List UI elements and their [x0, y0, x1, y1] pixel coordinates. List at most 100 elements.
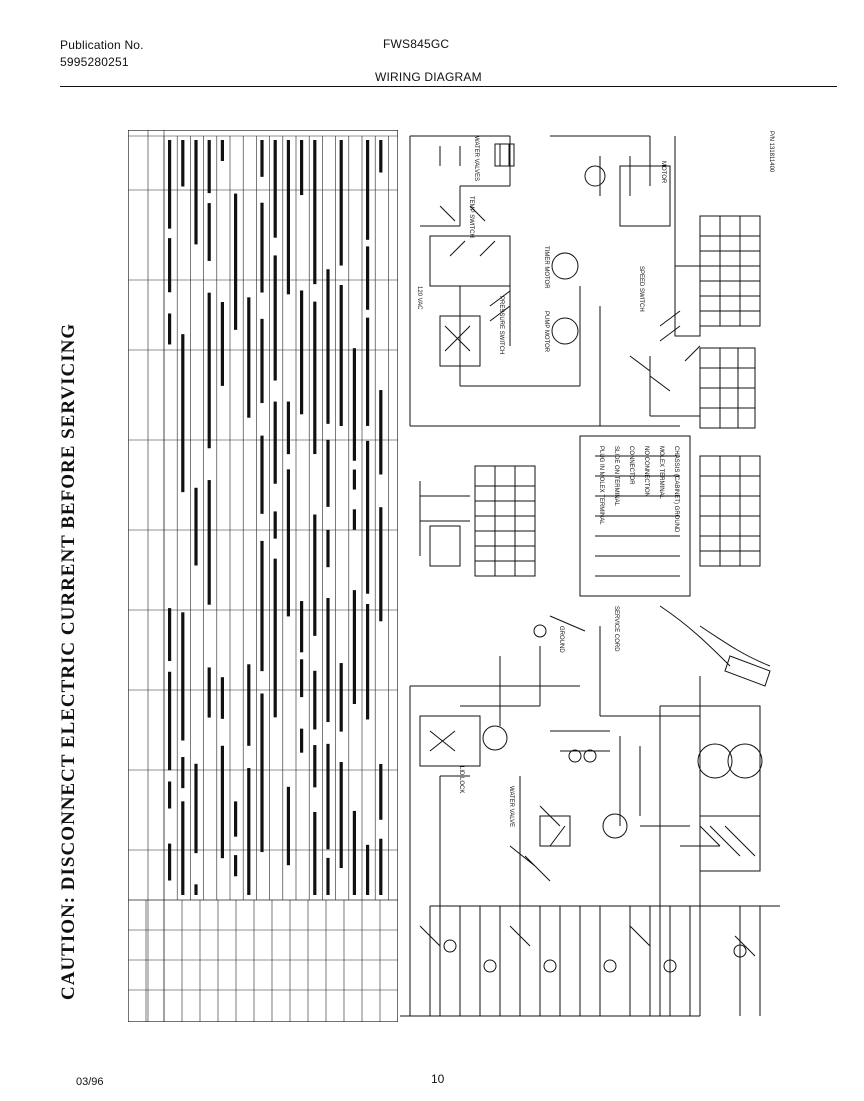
timing-bar: [273, 140, 277, 238]
timing-bar: [220, 677, 224, 719]
timing-bar: [168, 843, 172, 881]
timing-bar: [181, 334, 185, 493]
page-number: 10: [431, 1072, 445, 1086]
timing-bar: [366, 246, 370, 310]
timing-bar: [286, 140, 290, 295]
timing-bar: [260, 540, 264, 672]
timing-bar: [286, 469, 290, 617]
caution-banner: CAUTION: DISCONNECT ELECTRIC CURRENT BEF…: [58, 322, 79, 1000]
timing-bar: [339, 663, 343, 732]
footer-date: 03/96: [76, 1076, 104, 1088]
publication-number: 5995280251: [60, 55, 129, 69]
timing-bar: [339, 762, 343, 869]
timing-bar: [379, 140, 383, 173]
timing-bar: [326, 857, 330, 895]
timing-bar: [168, 313, 172, 345]
timing-bar: [207, 480, 211, 605]
pressure-switch-label: PRESSURE SWITCH: [498, 296, 504, 354]
timing-bar: [273, 511, 277, 539]
timing-bar: [300, 601, 304, 653]
timing-bar: [207, 203, 211, 261]
timing-bar: [260, 140, 264, 177]
model-number: FWS845GC: [383, 37, 450, 51]
timing-bar: [273, 255, 277, 381]
water-valves-label: WATER VALVES: [473, 136, 479, 181]
timing-bar: [260, 202, 264, 293]
timing-bar: [207, 140, 211, 194]
timing-bar: [326, 529, 330, 568]
ground-label: GROUND: [558, 626, 564, 653]
speed-switch-label: SPEED SWITCH: [638, 266, 644, 312]
timing-bar: [326, 597, 330, 723]
water-valve-label: WATER VALVE: [508, 786, 514, 827]
page-title: WIRING DIAGRAM: [375, 70, 482, 84]
timing-bar: [260, 693, 264, 853]
timing-bar: [168, 238, 172, 293]
timing-bar: [168, 781, 172, 809]
timing-bar: [207, 292, 211, 449]
timing-bar: [352, 469, 356, 490]
timing-bar: [326, 743, 330, 850]
timing-bar: [234, 855, 238, 877]
legend-symbol-6: CHASSIS (CABINET) GROUND: [673, 446, 679, 533]
timing-bar: [273, 558, 277, 718]
timing-bar: [300, 290, 304, 415]
timing-bar: [313, 811, 317, 895]
header-rule: [60, 86, 837, 87]
diagram-part-number: P/N 131811400: [768, 131, 774, 173]
timing-bar: [379, 838, 383, 895]
timing-bar: [220, 302, 224, 386]
timing-bar: [300, 659, 304, 698]
timing-bar: [260, 435, 264, 514]
timing-bar: [352, 509, 356, 530]
motor-label: MOTOR: [660, 161, 666, 184]
timing-bar: [207, 667, 211, 718]
legend-symbol-4: NO CONNECTION: [643, 446, 649, 497]
timer-motor-label: TIMER MOTOR: [543, 246, 549, 289]
timing-bar: [220, 745, 224, 859]
timing-bar: [379, 764, 383, 820]
timing-bar: [286, 786, 290, 866]
timing-bar: [366, 844, 370, 895]
legend-symbol-2: SLIDE ON TERMINAL: [613, 446, 619, 507]
timing-bar: [300, 728, 304, 753]
timing-bar: [366, 317, 370, 426]
timing-bar: [300, 140, 304, 196]
timing-bar: [366, 604, 370, 720]
timing-bar: [313, 514, 317, 636]
timing-bar: [326, 269, 330, 424]
timing-bar: [339, 285, 343, 426]
pump-motor-label: PUMP MOTOR: [543, 311, 549, 353]
timing-bar: [168, 608, 172, 662]
wiring-schematic: 120 VAC WATER VALVES TEMP SWITCH TIMER M…: [400, 131, 780, 1017]
timing-bar: [247, 297, 251, 418]
timing-bar: [366, 440, 370, 594]
timing-bar: [286, 401, 290, 455]
timing-bar: [260, 318, 264, 404]
timing-bar: [379, 507, 383, 622]
timing-bar: [313, 745, 317, 788]
timing-bar: [168, 671, 172, 771]
timing-bar: [352, 590, 356, 705]
lid-lock-label: LID LOCK: [458, 766, 464, 793]
timing-bar: [181, 612, 185, 741]
timing-bar: [181, 757, 185, 789]
timing-bar: [352, 810, 356, 895]
timing-bar: [194, 763, 198, 854]
legend-symbol-1: PLUG IN MOLEX TERMINAL: [598, 446, 604, 525]
timing-bar: [194, 884, 198, 895]
timing-bar: [194, 487, 198, 566]
timing-bar: [194, 140, 198, 245]
timing-bar: [313, 670, 317, 730]
timing-bar: [273, 401, 277, 484]
timer-sequence-chart: [128, 130, 398, 1022]
timing-bar: [247, 768, 251, 895]
timing-bar: [379, 390, 383, 475]
timing-bar: [313, 301, 317, 455]
timing-bar: [247, 664, 251, 746]
timing-bar: [326, 439, 330, 507]
timing-bar: [366, 140, 370, 240]
timing-bar: [181, 801, 185, 895]
supply-label: 120 VAC: [416, 286, 422, 310]
legend-symbol-3: CONNECTOR: [628, 446, 634, 485]
